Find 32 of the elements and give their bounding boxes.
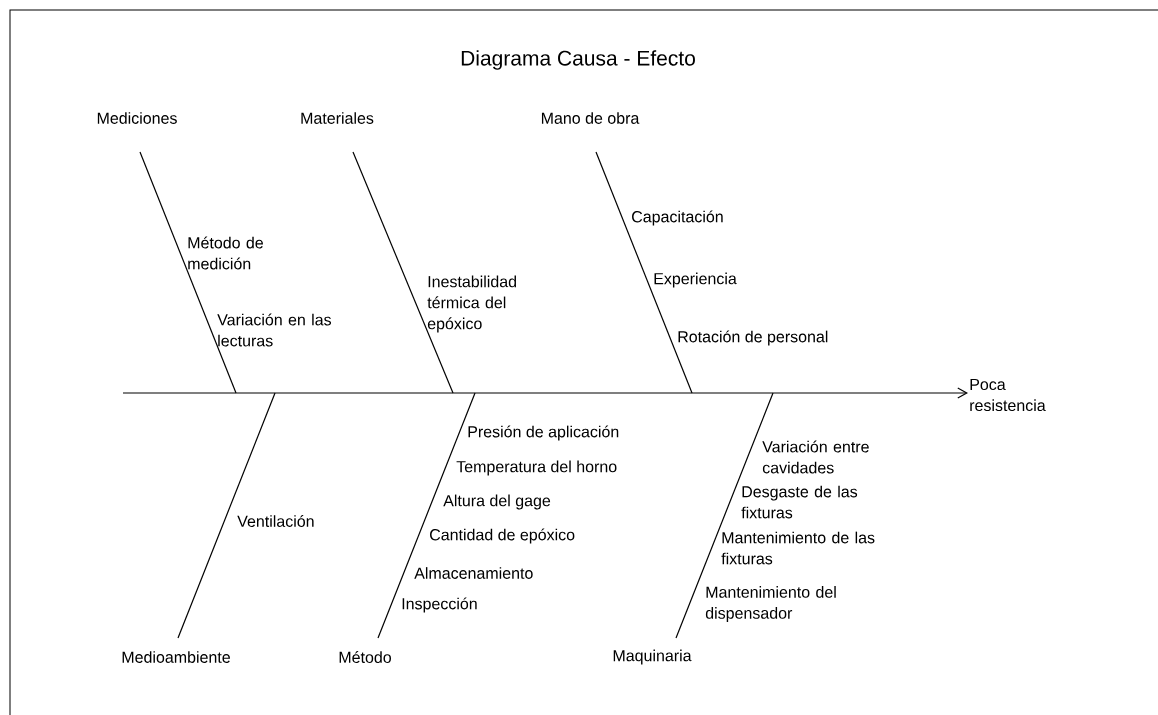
- cause-label: Temperatura del horno: [456, 460, 617, 476]
- bone-line: [352, 151, 454, 394]
- bone-line: [139, 151, 237, 394]
- cause-label: Inspección: [402, 597, 477, 613]
- cause-label: Inestabilidad térmica del epóxico: [427, 275, 516, 333]
- cause-label: Capacitación: [632, 210, 723, 226]
- category-label: Método: [339, 651, 391, 663]
- category-label: Mano de obra: [541, 112, 640, 124]
- cause-label: Mantenimiento del dispensador: [705, 586, 836, 622]
- cause-label: Método de medición: [188, 236, 263, 270]
- bone-line: [377, 392, 476, 639]
- cause-label: Presión de aplicación: [468, 425, 619, 441]
- bone-line: [675, 392, 774, 639]
- bone-line: [177, 392, 276, 639]
- cause-label: Variación en las lecturas: [217, 313, 331, 347]
- cause-label: Cantidad de epóxico: [430, 528, 575, 544]
- cause-label: Altura del gage: [443, 494, 551, 510]
- cause-label: Experiencia: [654, 272, 737, 288]
- bone-line: [595, 151, 693, 394]
- cause-label: Rotación de personal: [678, 330, 828, 346]
- cause-label: Desgaste de las fixturas: [741, 485, 858, 519]
- category-label: Materiales: [301, 112, 374, 124]
- effect-label: Poca resistencia: [970, 378, 1046, 412]
- cause-label: Mantenimiento de las fixturas: [721, 531, 875, 565]
- cause-label: Almacenamiento: [414, 567, 533, 579]
- category-label: Medioambiente: [122, 651, 230, 663]
- spine-arrow: [122, 387, 968, 399]
- cause-label: Variación entre cavidades: [762, 440, 869, 474]
- cause-label: Ventilación: [237, 515, 314, 527]
- category-label: Maquinaria: [613, 649, 692, 665]
- title: Diagrama Causa - Efecto: [461, 50, 695, 70]
- category-label: Mediciones: [97, 112, 177, 124]
